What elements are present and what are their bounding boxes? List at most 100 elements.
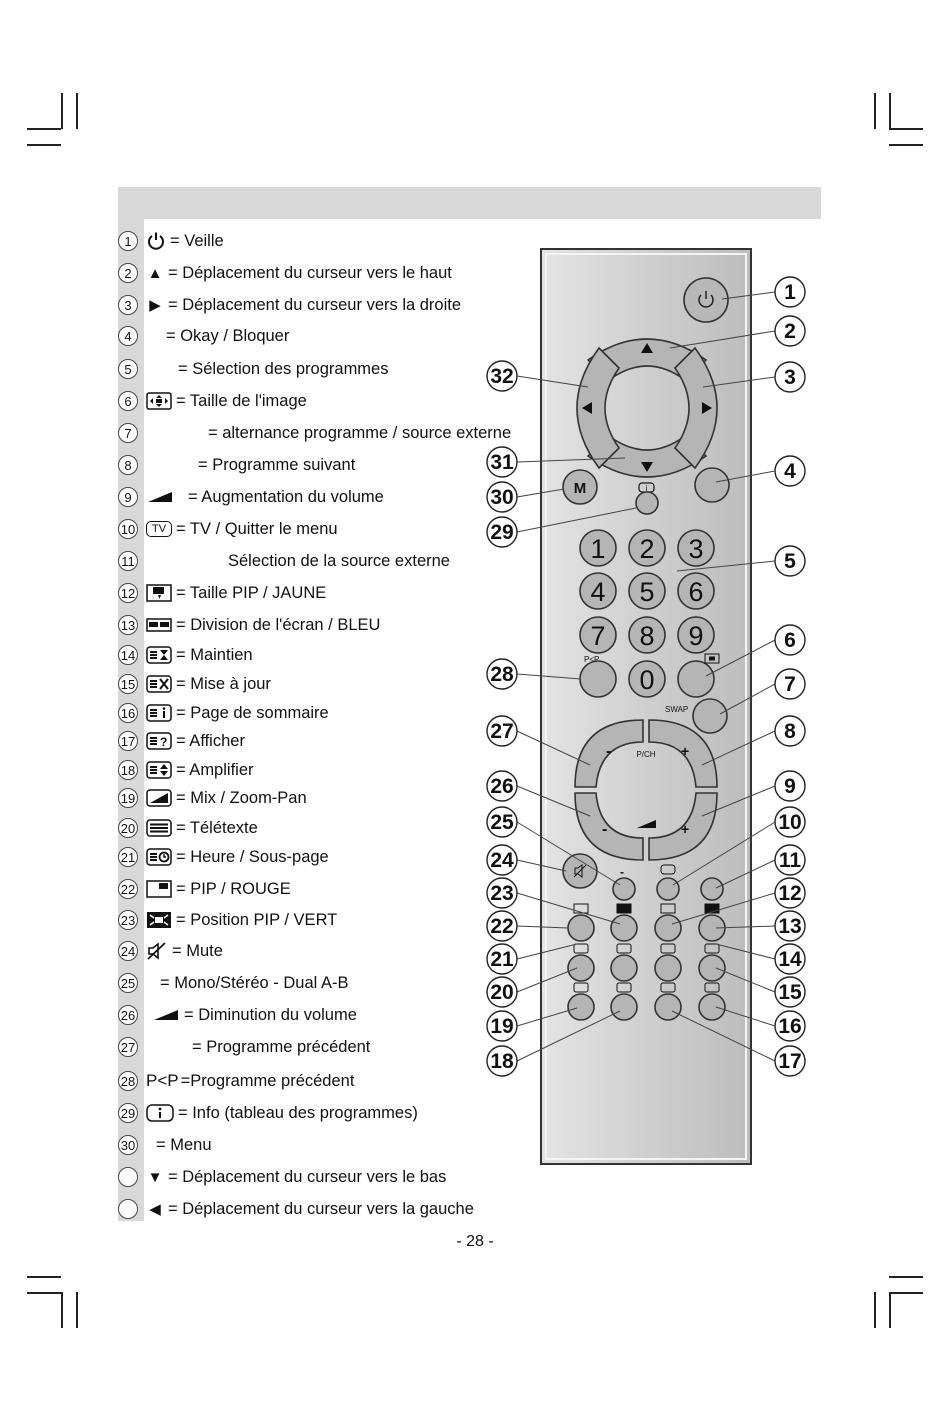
swap-label: SWAP: [665, 705, 688, 714]
legend-text: = Position PIP / VERT: [176, 910, 338, 929]
callout-number: 24: [490, 849, 514, 872]
key-label: 3: [688, 534, 703, 564]
mix-icon: [573, 982, 589, 993]
arrow-up-icon: ▲: [147, 264, 163, 282]
legend-text: = Amplifier: [176, 760, 254, 779]
key-label: 6: [688, 577, 703, 607]
crop-mark: [889, 1292, 891, 1328]
legend-row-24: 24 = Mute: [118, 937, 223, 965]
legend-text: = Division de l'écran / BLEU: [176, 615, 381, 634]
legend-number: 4: [118, 326, 138, 346]
arrow-left-icon: ◀: [149, 1201, 161, 1218]
picture-size-icon: [704, 653, 720, 664]
mute-icon: [146, 941, 168, 961]
pip-icon: [146, 880, 172, 898]
legend-number: 3: [118, 295, 138, 315]
callout-number: 5: [784, 550, 796, 573]
volume-icon: [637, 820, 656, 828]
key-6: [677, 572, 715, 610]
key-9: [677, 616, 715, 654]
legend-number: [118, 1167, 138, 1187]
crop-mark: [889, 128, 923, 130]
callout-number: 22: [490, 915, 513, 938]
power-icon: [146, 231, 166, 251]
info-icon: [638, 482, 655, 493]
legend-row-3: 3 ▶ = Déplacement du curseur vers la dro…: [118, 291, 461, 319]
legend-text: = Télétexte: [176, 818, 258, 837]
legend-text: = Info (tableau des programmes): [178, 1103, 418, 1122]
callout-circle: [774, 877, 806, 909]
volume-plus-label: +: [681, 821, 689, 837]
callout-circle: [486, 715, 518, 747]
callout-circle: [774, 806, 806, 838]
callout-number: 18: [490, 1050, 514, 1073]
key-4: [579, 572, 617, 610]
volume-up-icon: [146, 490, 174, 504]
pch-label: P/CH: [636, 750, 655, 759]
blue-split-screen-button: [698, 914, 726, 942]
callout-number: 4: [784, 460, 796, 483]
legend-text: = Déplacement du curseur vers le bas: [168, 1167, 447, 1186]
callout-number: 15: [778, 981, 802, 1004]
callout-circle: [486, 910, 518, 942]
mute-button: [562, 853, 598, 889]
callout-number: 9: [784, 775, 796, 798]
pip-icon: [573, 903, 589, 914]
teletext-icon: [146, 819, 172, 837]
reveal-button: [654, 993, 682, 1021]
legend-text: =Programme précédent: [180, 1071, 355, 1090]
volume-down-icon: [152, 1008, 180, 1022]
callout-number: 19: [490, 1015, 513, 1038]
callout-circle: [774, 361, 806, 393]
legend-row-20: 20 = Télétexte: [118, 814, 258, 842]
legend-row-10: 10 TV = TV / Quitter le menu: [118, 515, 338, 543]
volume-minus-button: [574, 792, 644, 861]
crop-mark: [889, 1276, 923, 1278]
legend-number: 15: [118, 674, 138, 694]
key-7: [579, 616, 617, 654]
callout-circle: [486, 516, 518, 548]
legend-row-8: 8 = Programme suivant: [118, 451, 355, 479]
legend-row-7: 7 = alternance programme / source extern…: [118, 419, 511, 447]
callout-circle: [774, 455, 806, 487]
legend-number: 28: [118, 1071, 138, 1091]
crop-mark: [61, 93, 63, 129]
legend-row-12: 12 = Taille PIP / JAUNE: [118, 579, 326, 607]
crop-mark: [889, 1292, 923, 1294]
legend-row-27: 27 = Programme précédent: [118, 1033, 370, 1061]
legend-text: = Menu: [156, 1135, 212, 1154]
time-button: [610, 954, 638, 982]
reveal-icon: ?: [146, 732, 172, 750]
callout-number: 29: [490, 521, 513, 544]
legend-text: = Augmentation du volume: [188, 487, 384, 506]
callout-circle: [486, 844, 518, 876]
picture-size-button: [677, 660, 715, 698]
legend-number: 5: [118, 359, 138, 379]
info-icon: [146, 1104, 174, 1122]
crop-mark: [76, 1292, 78, 1328]
key-1: [579, 529, 617, 567]
legend-number: 18: [118, 760, 138, 780]
crop-mark: [76, 93, 78, 129]
legend-text: = Taille PIP / JAUNE: [176, 583, 327, 602]
mono-stereo-label: -: [620, 865, 624, 879]
menu-button: [562, 469, 598, 505]
legend-row-9: 9 = Augmentation du volume: [118, 483, 384, 511]
crop-mark: [27, 144, 61, 146]
callout-number: 21: [490, 948, 514, 971]
callout-number: 7: [784, 673, 796, 696]
legend-row-4: 4 = Okay / Bloquer: [118, 322, 289, 350]
callout-number: 32: [490, 365, 513, 388]
legend-text: = Afficher: [176, 731, 245, 750]
key-label: 4: [590, 577, 605, 607]
mix-button: [567, 993, 595, 1021]
teletext-button: [567, 954, 595, 982]
legend-number: 30: [118, 1135, 138, 1155]
expand-icon: [146, 761, 172, 779]
callout-number: 10: [778, 811, 801, 834]
dpad-right-button: [673, 346, 718, 470]
tv-icon: [660, 864, 676, 875]
legend-number: 2: [118, 263, 138, 283]
key-label: 9: [688, 621, 703, 651]
reveal-icon: [660, 982, 676, 993]
